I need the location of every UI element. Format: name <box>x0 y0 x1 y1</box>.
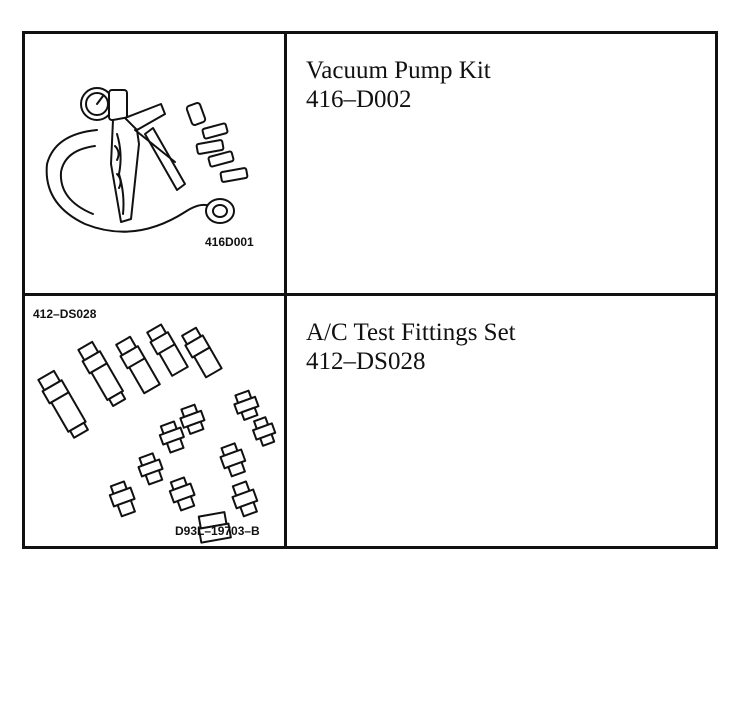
illustration-code: 416D001 <box>205 235 254 249</box>
tool-image-cell: 416D001 <box>25 34 287 293</box>
tool-row-vacuum-pump: 416D001 Vacuum Pump Kit 416–D002 <box>25 34 715 296</box>
tool-name: Vacuum Pump Kit <box>306 57 491 84</box>
tool-number: 416–D002 <box>306 86 412 113</box>
special-tools-table: 416D001 Vacuum Pump Kit 416–D002 412–DS0… <box>22 31 718 549</box>
tool-image-cell: 412–DS028 <box>25 296 287 546</box>
tool-description-cell: Vacuum Pump Kit 416–D002 <box>290 34 715 293</box>
tool-description-cell: A/C Test Fittings Set 412–DS028 <box>290 296 715 546</box>
illustration-code: D93L–19703–B <box>175 524 260 538</box>
tool-row-ac-fittings: 412–DS028 <box>25 296 715 546</box>
tool-number: 412–DS028 <box>306 348 426 375</box>
vacuum-pump-kit-illustration <box>45 87 249 233</box>
illustration-label: 412–DS028 <box>33 307 97 321</box>
ac-test-fittings-illustration <box>37 323 277 544</box>
tool-name: A/C Test Fittings Set <box>306 319 516 346</box>
